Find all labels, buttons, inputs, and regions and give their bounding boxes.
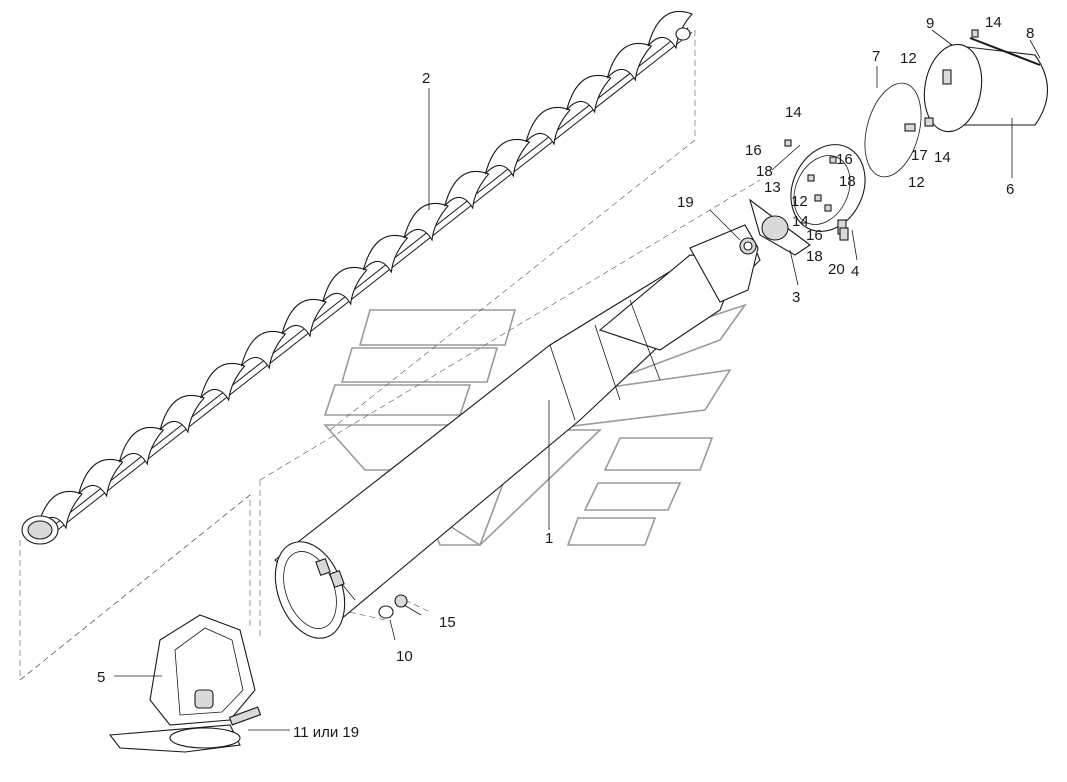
auger-flight <box>281 298 327 338</box>
callout-1: 1 <box>545 530 553 547</box>
bearing-19 <box>739 237 757 255</box>
auger-flight <box>200 362 246 402</box>
auger-flight <box>403 202 449 242</box>
auger-flight <box>322 266 368 306</box>
bearing-flange <box>749 198 811 256</box>
auger-flight <box>240 330 287 370</box>
callout-9: 9 <box>926 15 934 32</box>
callout-12c: 12 <box>908 174 925 191</box>
callout-14c: 14 <box>934 149 951 166</box>
callout-19: 19 <box>677 194 694 211</box>
callout-8: 8 <box>1026 25 1034 42</box>
callout-18c: 18 <box>806 248 823 265</box>
auger-flight <box>118 426 165 466</box>
callout-6: 6 <box>1006 181 1014 198</box>
callout-12b: 12 <box>791 193 808 210</box>
auger-flight <box>78 458 124 498</box>
lower-housing <box>108 614 262 753</box>
auger-flight <box>159 394 205 434</box>
callout-18a: 18 <box>756 163 773 180</box>
leader-lines <box>114 29 1041 731</box>
callout-17: 17 <box>911 147 928 164</box>
callout-14b: 14 <box>785 104 802 121</box>
end-cap <box>790 144 866 235</box>
auger-flight <box>566 74 612 114</box>
callout-5: 5 <box>97 669 105 686</box>
end-cover <box>923 37 1048 133</box>
callout-labels: 1 2 3 4 5 6 7 8 9 10 11 или 19 12 12 12 … <box>97 14 1034 741</box>
callout-15: 15 <box>439 614 456 631</box>
auger-tube <box>274 224 761 639</box>
callout-4: 4 <box>851 263 859 280</box>
auger-screw <box>21 10 693 545</box>
auger-flight <box>606 42 653 82</box>
auger-flight <box>525 106 571 146</box>
auger-flight <box>444 170 490 210</box>
callout-2: 2 <box>422 70 430 87</box>
clamp-ring <box>864 82 922 178</box>
auger-flight <box>484 138 531 178</box>
auger-flight <box>362 234 409 274</box>
callout-16b: 16 <box>836 151 853 168</box>
callout-14a: 14 <box>985 14 1002 31</box>
callout-16a: 16 <box>745 142 762 159</box>
callout-3: 3 <box>792 289 800 306</box>
assembly-axis-lines <box>19 30 761 681</box>
auger-flight <box>37 490 83 530</box>
callout-20: 20 <box>828 261 845 278</box>
callout-14d: 14 <box>792 213 809 230</box>
callout-10: 10 <box>396 648 413 665</box>
callout-18b: 18 <box>839 173 856 190</box>
callout-13: 13 <box>764 179 781 196</box>
callout-11: 11 или 19 <box>293 724 359 741</box>
callout-16c: 16 <box>806 227 823 244</box>
callout-7: 7 <box>872 48 880 65</box>
callout-12a: 12 <box>900 50 917 67</box>
hardware-bolts-nuts <box>378 29 979 619</box>
